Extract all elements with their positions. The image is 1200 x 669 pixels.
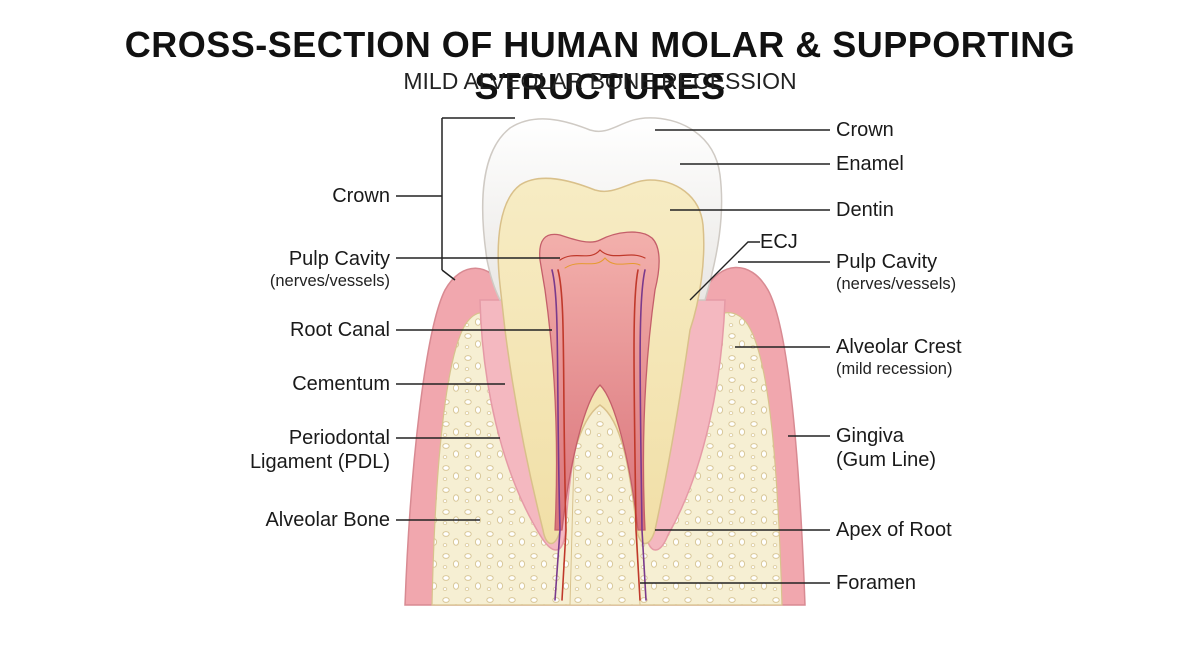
label-root-canal: Root Canal (289, 319, 390, 341)
label-enamel: Enamel (836, 153, 904, 175)
label-ecj: ECJ (760, 231, 798, 253)
label-dentin: Dentin (836, 199, 894, 221)
label-pulp-cavity-right: Pulp Cavity (nerves/vessels) (836, 251, 957, 293)
label-pdl: Periodontal Ligament (PDL) (249, 427, 390, 473)
pulp-cavity (539, 231, 660, 531)
label-crown-left: Crown (332, 185, 390, 207)
label-gingiva: Gingiva (Gum Line) (836, 425, 937, 471)
label-pulp-cavity-left: Pulp Cavity (nerves/vessels) (269, 248, 390, 290)
label-cementum: Cementum (292, 373, 390, 395)
label-foramen: Foramen (836, 572, 917, 594)
label-apex-of-root: Apex of Root (836, 519, 952, 541)
label-crown-right: Crown (836, 119, 894, 141)
label-alveolar-bone: Alveolar Bone (265, 509, 390, 531)
crown-bracket (441, 117, 515, 281)
diagram-subtitle: MILD ALVEOLAR BONE RECESSION (403, 68, 797, 94)
diagram-title: CROSS-SECTION OF HUMAN MOLAR & SUPPORTIN… (124, 24, 1076, 107)
label-alveolar-crest: Alveolar Crest (mild recession) (836, 336, 962, 378)
